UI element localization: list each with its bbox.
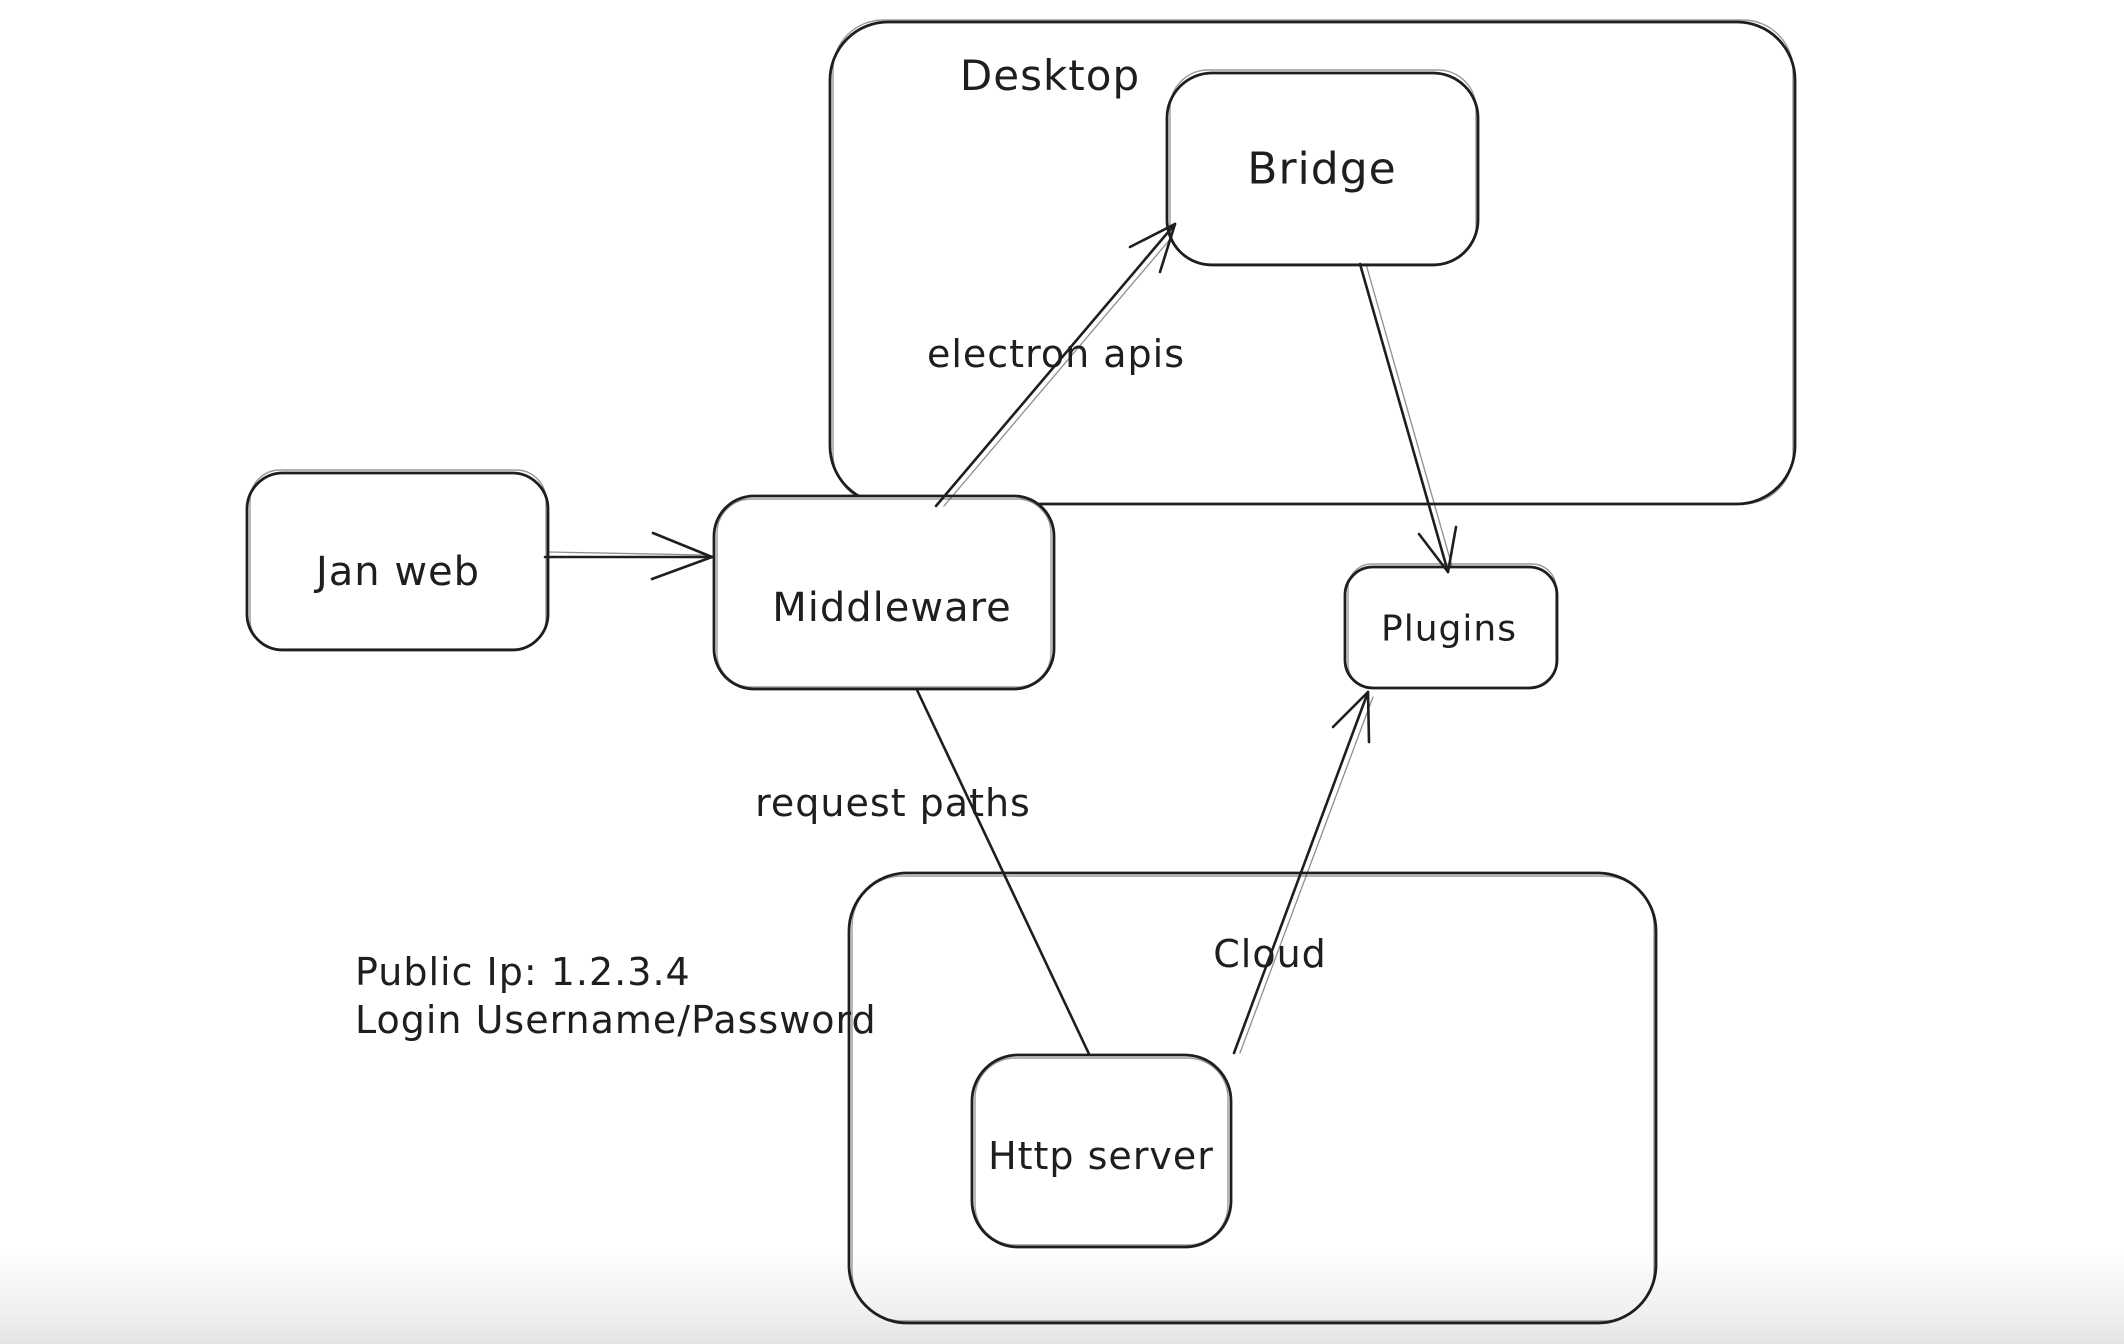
annotation-text[interactable]: Public Ip: 1.2.3.4 Login Username/Passwo… (355, 948, 877, 1044)
annotation-login: Login Username/Password (355, 998, 877, 1042)
node-middleware-label[interactable]: Middleware (772, 585, 1012, 631)
node-jan-web-box[interactable] (245, 469, 550, 652)
edge-http-server-to-plugins[interactable] (1232, 690, 1374, 1055)
edge-middleware-to-http-server[interactable] (915, 688, 1091, 1056)
node-middleware-box[interactable] (712, 494, 1056, 691)
edge-label-electron-apis[interactable]: electron apis (926, 332, 1186, 377)
cloud-container-label[interactable]: Cloud (1213, 932, 1327, 977)
node-jan-web-label[interactable]: Jan web (315, 549, 481, 595)
node-http-server-label[interactable]: Http server (988, 1134, 1214, 1179)
edge-middleware-to-bridge[interactable] (934, 222, 1177, 508)
edge-bridge-to-plugins[interactable] (1358, 262, 1458, 574)
desktop-container-box[interactable] (828, 19, 1797, 506)
node-plugins-box[interactable] (1343, 563, 1559, 690)
desktop-container-label[interactable]: Desktop (959, 50, 1141, 100)
edge-jan-web-to-middleware[interactable] (543, 531, 714, 581)
node-http-server-box[interactable] (970, 1053, 1233, 1249)
node-bridge-box[interactable] (1165, 69, 1480, 267)
node-plugins-label[interactable]: Plugins (1381, 608, 1517, 650)
annotation-public-ip: Public Ip: 1.2.3.4 (355, 950, 691, 994)
cloud-container-box[interactable] (847, 871, 1658, 1325)
edge-label-request-paths[interactable]: request paths (755, 781, 1031, 826)
node-bridge-label[interactable]: Bridge (1247, 143, 1397, 195)
